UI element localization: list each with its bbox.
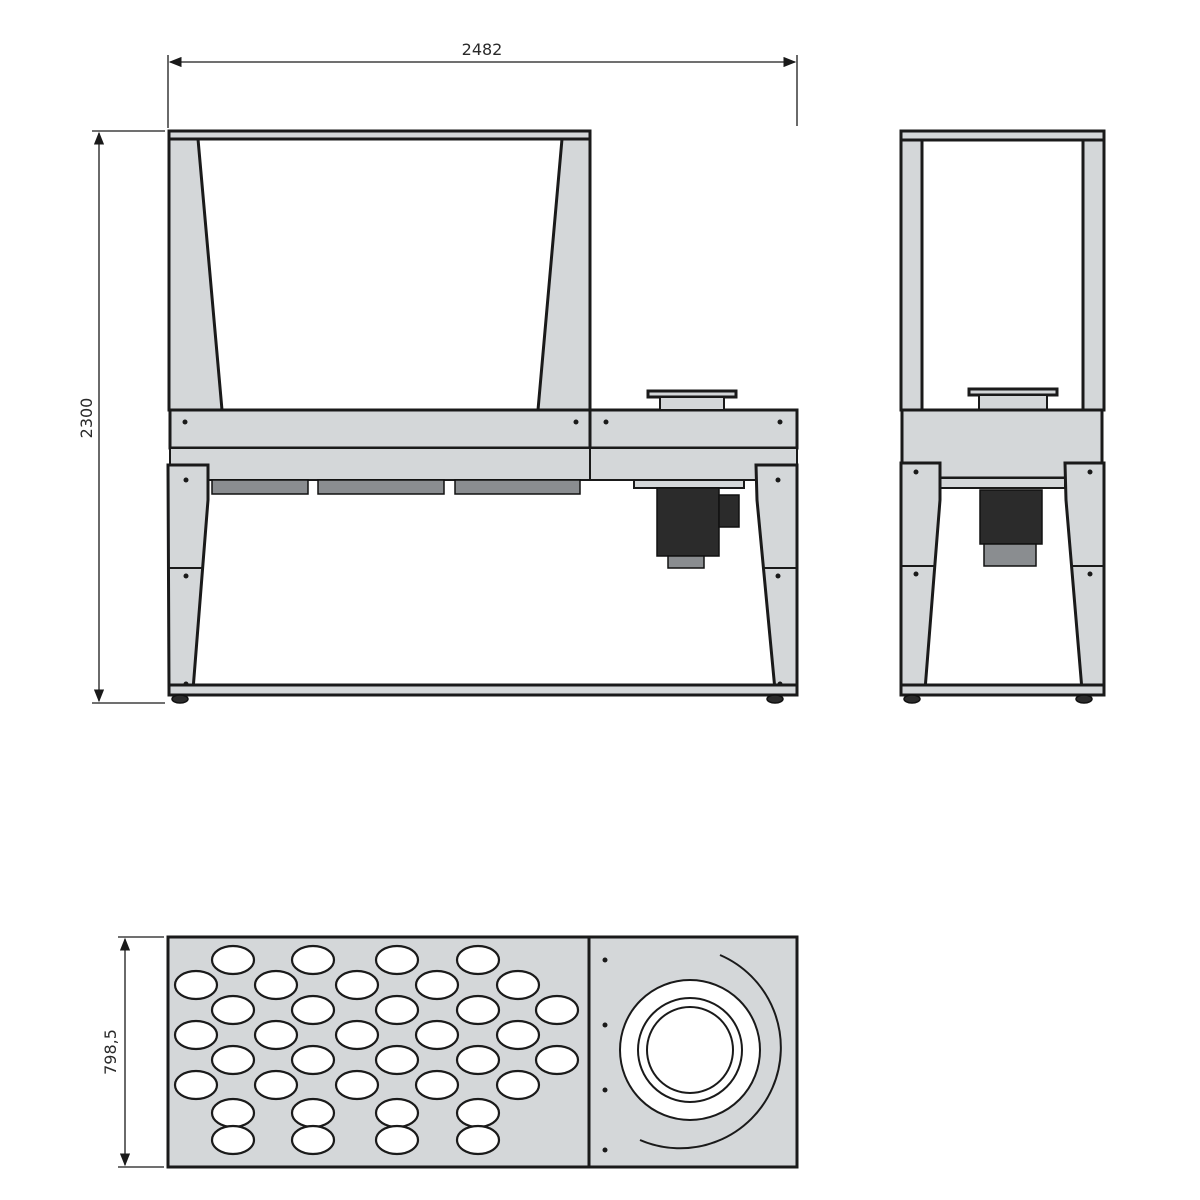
- filter-hole: [414, 969, 460, 1001]
- filter-hole: [534, 994, 580, 1026]
- filter-hole: [374, 1044, 420, 1076]
- filter-hole: [374, 1124, 420, 1156]
- filter-hole: [455, 1044, 501, 1076]
- filter-hole: [334, 969, 380, 1001]
- filter-holes: [173, 944, 580, 1156]
- filter-hole: [173, 1019, 219, 1051]
- filter-hole: [455, 944, 501, 976]
- filter-hole: [374, 994, 420, 1026]
- filter-hole: [173, 969, 219, 1001]
- filter-hole: [455, 1097, 501, 1129]
- top-view: [166, 935, 799, 1169]
- filter-hole: [414, 1019, 460, 1051]
- filter-hole: [210, 994, 256, 1026]
- filter-hole: [334, 1069, 380, 1101]
- filter-hole: [455, 1124, 501, 1156]
- depth-dimension-label: 798,5: [101, 1029, 120, 1075]
- filter-hole: [414, 1069, 460, 1101]
- filter-hole: [253, 1019, 299, 1051]
- filter-hole: [253, 1069, 299, 1101]
- filter-hole: [290, 994, 336, 1026]
- filter-hole: [334, 1019, 380, 1051]
- front-view: [166, 129, 799, 704]
- width-dimension: 2482: [167, 40, 798, 128]
- filter-hole: [495, 1019, 541, 1051]
- filter-hole: [290, 1097, 336, 1129]
- filter-hole: [210, 944, 256, 976]
- depth-dimension: 798,5: [101, 936, 164, 1168]
- filter-hole: [210, 1044, 256, 1076]
- filter-hole: [290, 944, 336, 976]
- filter-hole: [173, 1069, 219, 1101]
- filter-hole: [210, 1097, 256, 1129]
- filter-hole: [290, 1124, 336, 1156]
- filter-hole: [290, 1044, 336, 1076]
- height-dimension: 2300: [77, 130, 165, 704]
- height-dimension-label: 2300: [77, 398, 96, 439]
- width-dimension-label: 2482: [462, 40, 503, 59]
- side-view: [899, 129, 1106, 704]
- filter-hole: [495, 1069, 541, 1101]
- filter-hole: [210, 1124, 256, 1156]
- filter-hole: [455, 994, 501, 1026]
- filter-hole: [495, 969, 541, 1001]
- filter-hole: [534, 1044, 580, 1076]
- filter-hole: [374, 944, 420, 976]
- filter-hole: [374, 1097, 420, 1129]
- filter-hole: [253, 969, 299, 1001]
